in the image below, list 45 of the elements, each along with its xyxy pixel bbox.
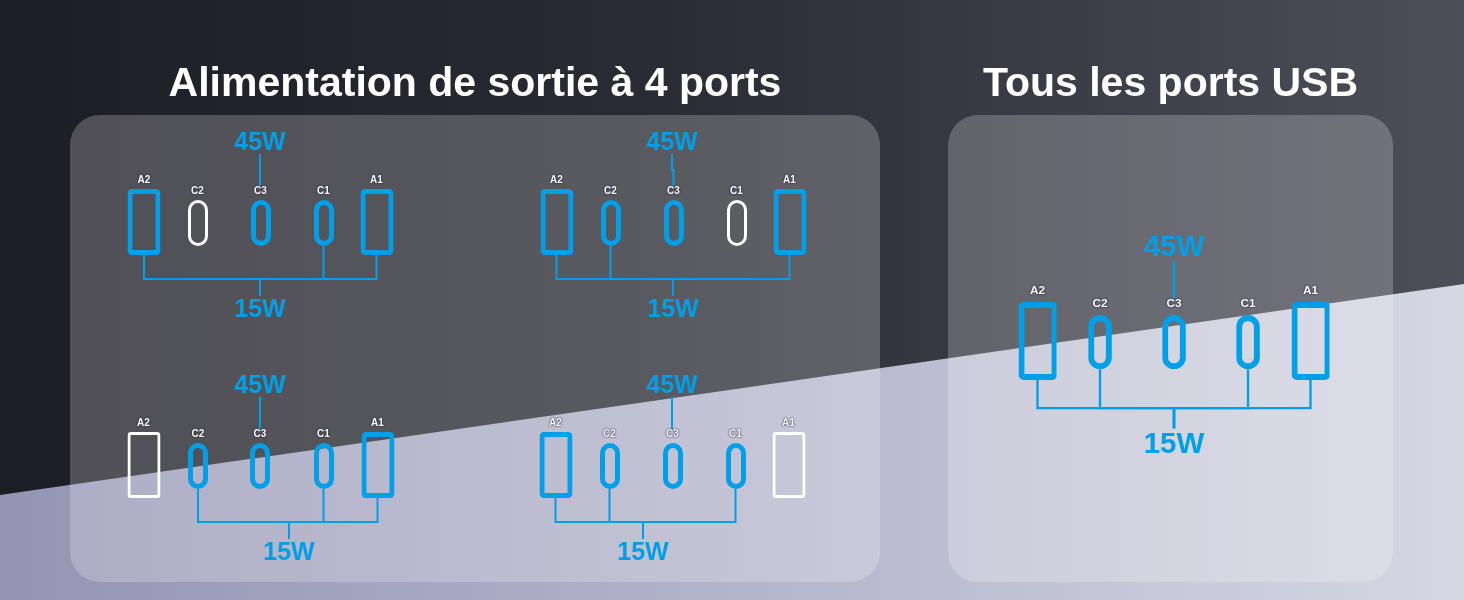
port-label: A2 xyxy=(137,175,151,185)
port-label: C2 xyxy=(191,429,205,439)
port-label: C2 xyxy=(1092,298,1108,311)
port-label: A2 xyxy=(1029,285,1046,298)
wattage-label: 15W xyxy=(647,296,699,321)
wattage-label: 45W xyxy=(646,372,698,397)
wattage-label: 15W xyxy=(263,539,315,564)
wattage-label: 45W xyxy=(234,372,286,397)
port-label: A2 xyxy=(549,418,562,428)
connector-line xyxy=(259,153,261,187)
port-label: C1 xyxy=(317,429,330,439)
port-label: C3 xyxy=(254,186,267,196)
connector-line xyxy=(1172,379,1312,429)
connector-line xyxy=(288,497,379,540)
connector-line xyxy=(642,488,737,540)
port-label: C2 xyxy=(603,429,616,439)
panel-title: Tous les ports USB xyxy=(982,62,1359,103)
connector-line xyxy=(259,396,261,430)
port-label: C1 xyxy=(730,186,743,196)
wattage-label: 15W xyxy=(617,539,669,564)
port-label: C3 xyxy=(666,429,679,439)
connector-line xyxy=(671,396,673,430)
port-label: A1 xyxy=(371,418,384,428)
port-label: C1 xyxy=(1240,298,1256,311)
wattage-label: 15W xyxy=(1143,428,1205,458)
port-label: C3 xyxy=(1166,298,1182,311)
port-label: A2 xyxy=(550,175,563,185)
port-label: C2 xyxy=(604,186,617,196)
panel-title: Alimentation de sortie à 4 ports xyxy=(168,62,782,103)
port-label: A1 xyxy=(782,418,795,428)
port-label: A1 xyxy=(1302,285,1319,298)
port-label: C2 xyxy=(191,186,204,196)
port-label: C3 xyxy=(667,186,680,196)
wattage-label: 15W xyxy=(234,296,286,321)
port-label: C1 xyxy=(729,429,742,439)
connector-line xyxy=(1172,260,1176,299)
port-label: A2 xyxy=(137,418,150,428)
wattage-label: 45W xyxy=(234,129,286,154)
wattage-label: 45W xyxy=(646,129,698,154)
port-label: A1 xyxy=(783,175,796,185)
port-label: A1 xyxy=(370,175,383,185)
wattage-label: 45W xyxy=(1143,231,1205,261)
port-label: C1 xyxy=(317,186,330,196)
connector-line xyxy=(671,153,675,187)
port-label: C3 xyxy=(253,429,267,439)
